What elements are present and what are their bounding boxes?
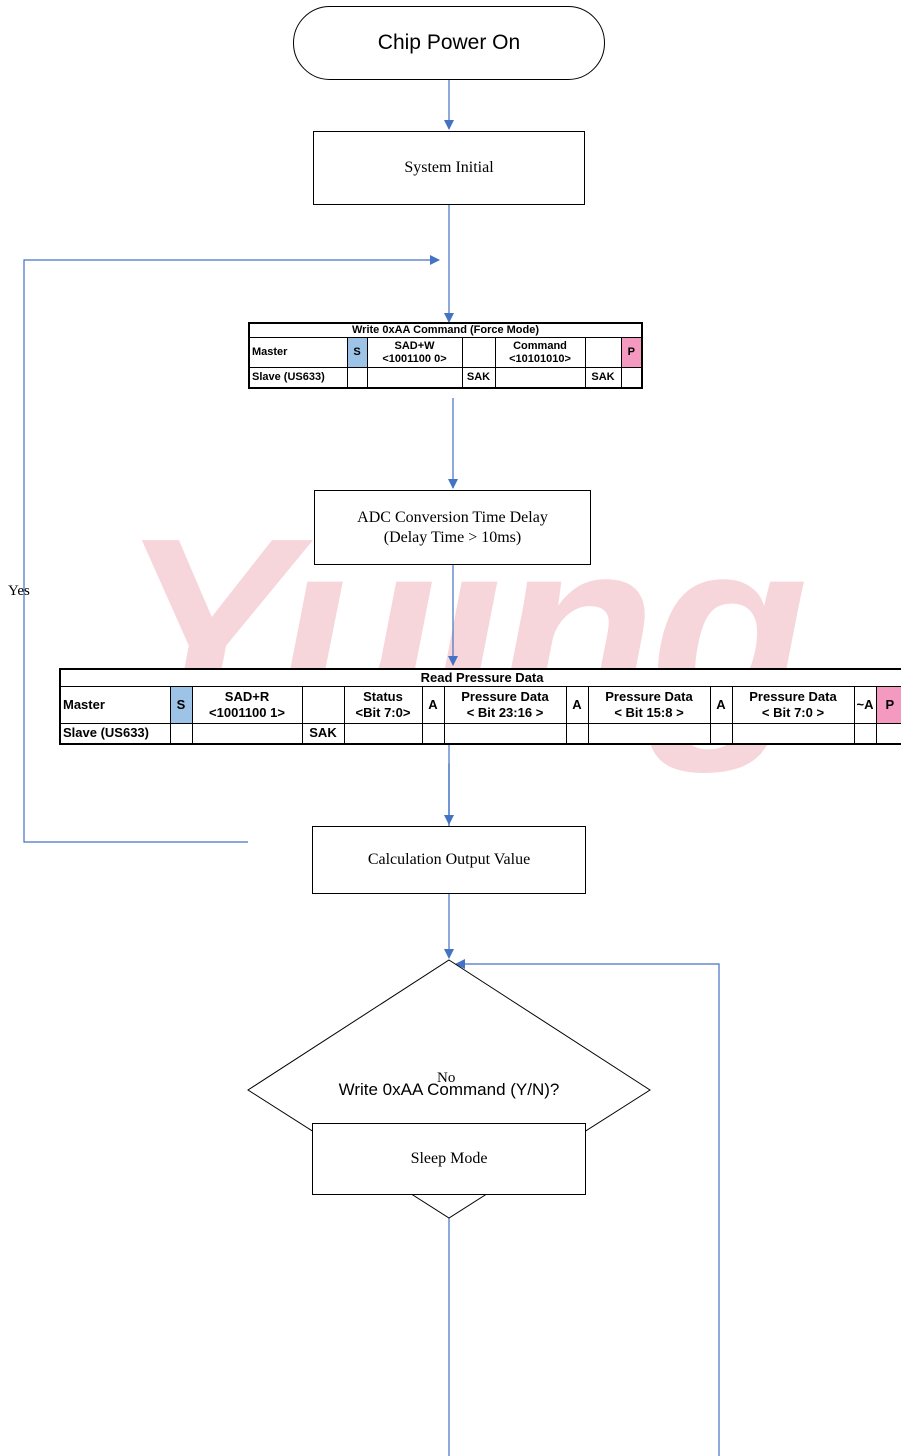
- no-label: No: [437, 1070, 456, 1086]
- empty-cell: [191, 723, 303, 744]
- decision-text: Write 0xAA Command (Y/N)?: [338, 1080, 560, 1099]
- sak-cell: SAK: [461, 367, 496, 388]
- adc-delay-box: ADC Conversion Time Delay (Delay Time > …: [314, 490, 591, 565]
- status-cell: Status <Bit 7:0>: [343, 686, 423, 724]
- yes-loop-line: [23, 255, 440, 843]
- start-bit-cell: S: [346, 337, 368, 368]
- empty-cell: [421, 723, 445, 744]
- nack-cell: ~A: [853, 686, 877, 724]
- empty-cell: [565, 723, 589, 744]
- empty-cell: [584, 337, 622, 368]
- sak-cell: SAK: [301, 723, 345, 744]
- start-bit-cell: S: [169, 686, 193, 724]
- empty-cell: [366, 367, 463, 388]
- empty-cell: [461, 337, 496, 368]
- write-command-table: Write 0xAA Command (Force Mode) Master S…: [248, 322, 644, 389]
- sad-w-cell: SAD+W <1001100 0>: [366, 337, 463, 368]
- empty-cell: [346, 367, 368, 388]
- empty-cell: [301, 686, 345, 724]
- start-terminal: Chip Power On: [293, 6, 605, 80]
- sad-r-cell: SAD+R <1001100 1>: [191, 686, 303, 724]
- empty-cell: [875, 723, 901, 744]
- stop-bit-cell: P: [875, 686, 901, 724]
- empty-cell: [443, 723, 567, 744]
- pressure-data-low-cell: Pressure Data < Bit 7:0 >: [731, 686, 855, 724]
- stop-bit-cell: P: [620, 337, 643, 368]
- write-table-title: Write 0xAA Command (Force Mode): [248, 322, 643, 338]
- slave-label: Slave (US633): [59, 723, 171, 744]
- master-label: Master: [59, 686, 171, 724]
- command-cell: Command <10101010>: [494, 337, 586, 368]
- calculation-box: Calculation Output Value: [312, 826, 586, 894]
- empty-cell: [494, 367, 586, 388]
- empty-cell: [731, 723, 855, 744]
- read-pressure-table: Read Pressure Data Master S SAD+R <10011…: [59, 668, 901, 745]
- ack-cell: A: [709, 686, 733, 724]
- empty-cell: [853, 723, 877, 744]
- pressure-data-mid-cell: Pressure Data < Bit 15:8 >: [587, 686, 711, 724]
- slave-label: Slave (US633): [248, 367, 348, 388]
- system-initial-box: System Initial: [313, 131, 585, 205]
- sleep-loop-line: [455, 959, 720, 1456]
- read-table-title: Read Pressure Data: [59, 668, 901, 687]
- empty-cell: [343, 723, 423, 744]
- sak-cell: SAK: [584, 367, 622, 388]
- pressure-data-high-cell: Pressure Data < Bit 23:16 >: [443, 686, 567, 724]
- empty-cell: [587, 723, 711, 744]
- sleep-mode-box: Sleep Mode: [312, 1123, 586, 1195]
- ack-cell: A: [421, 686, 445, 724]
- master-label: Master: [248, 337, 348, 368]
- ack-cell: A: [565, 686, 589, 724]
- yes-label: Yes: [8, 583, 30, 599]
- empty-cell: [169, 723, 193, 744]
- empty-cell: [709, 723, 733, 744]
- empty-cell: [620, 367, 643, 388]
